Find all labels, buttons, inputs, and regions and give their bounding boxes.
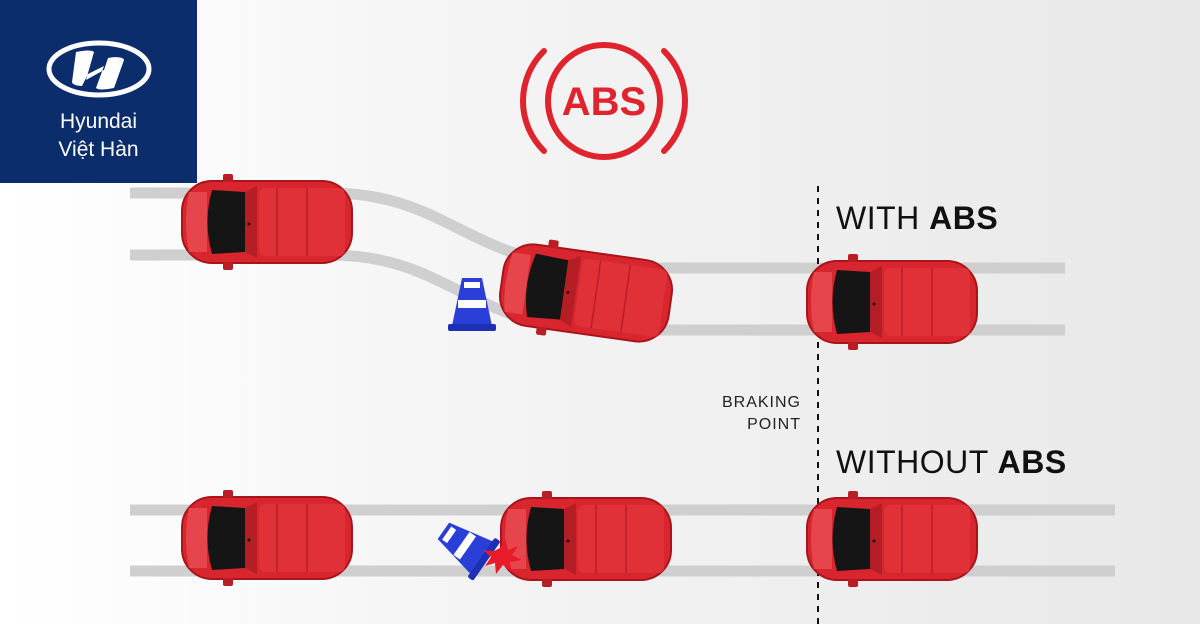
abs-symbol-text: ABS: [562, 80, 646, 124]
without-abs-label: WITHOUT ABS: [836, 444, 1067, 480]
car-with-abs-swerve: [494, 232, 678, 354]
braking-point-line1: BRAKING: [721, 394, 801, 411]
car-with-abs-end: [806, 253, 978, 351]
impact-burst-icon: [483, 540, 522, 574]
abs-warning-icon: ABS: [519, 42, 689, 160]
brand-logo-panel: Hyundai Việt Hàn: [0, 0, 197, 183]
car-with-abs-start: [181, 173, 353, 271]
brand-name-line1: Hyundai: [59, 110, 138, 133]
brand-name-line2: Việt Hàn: [58, 138, 139, 161]
car-without-abs-end: [806, 490, 978, 588]
braking-point-line2: POINT: [747, 416, 801, 433]
hyundai-logo-icon: [46, 40, 152, 98]
car-without-abs-start: [181, 489, 353, 587]
with-abs-label: WITH ABS: [836, 200, 999, 236]
braking-point-label: BRAKING POINT: [722, 392, 801, 436]
car-without-abs-collision: [500, 490, 672, 588]
